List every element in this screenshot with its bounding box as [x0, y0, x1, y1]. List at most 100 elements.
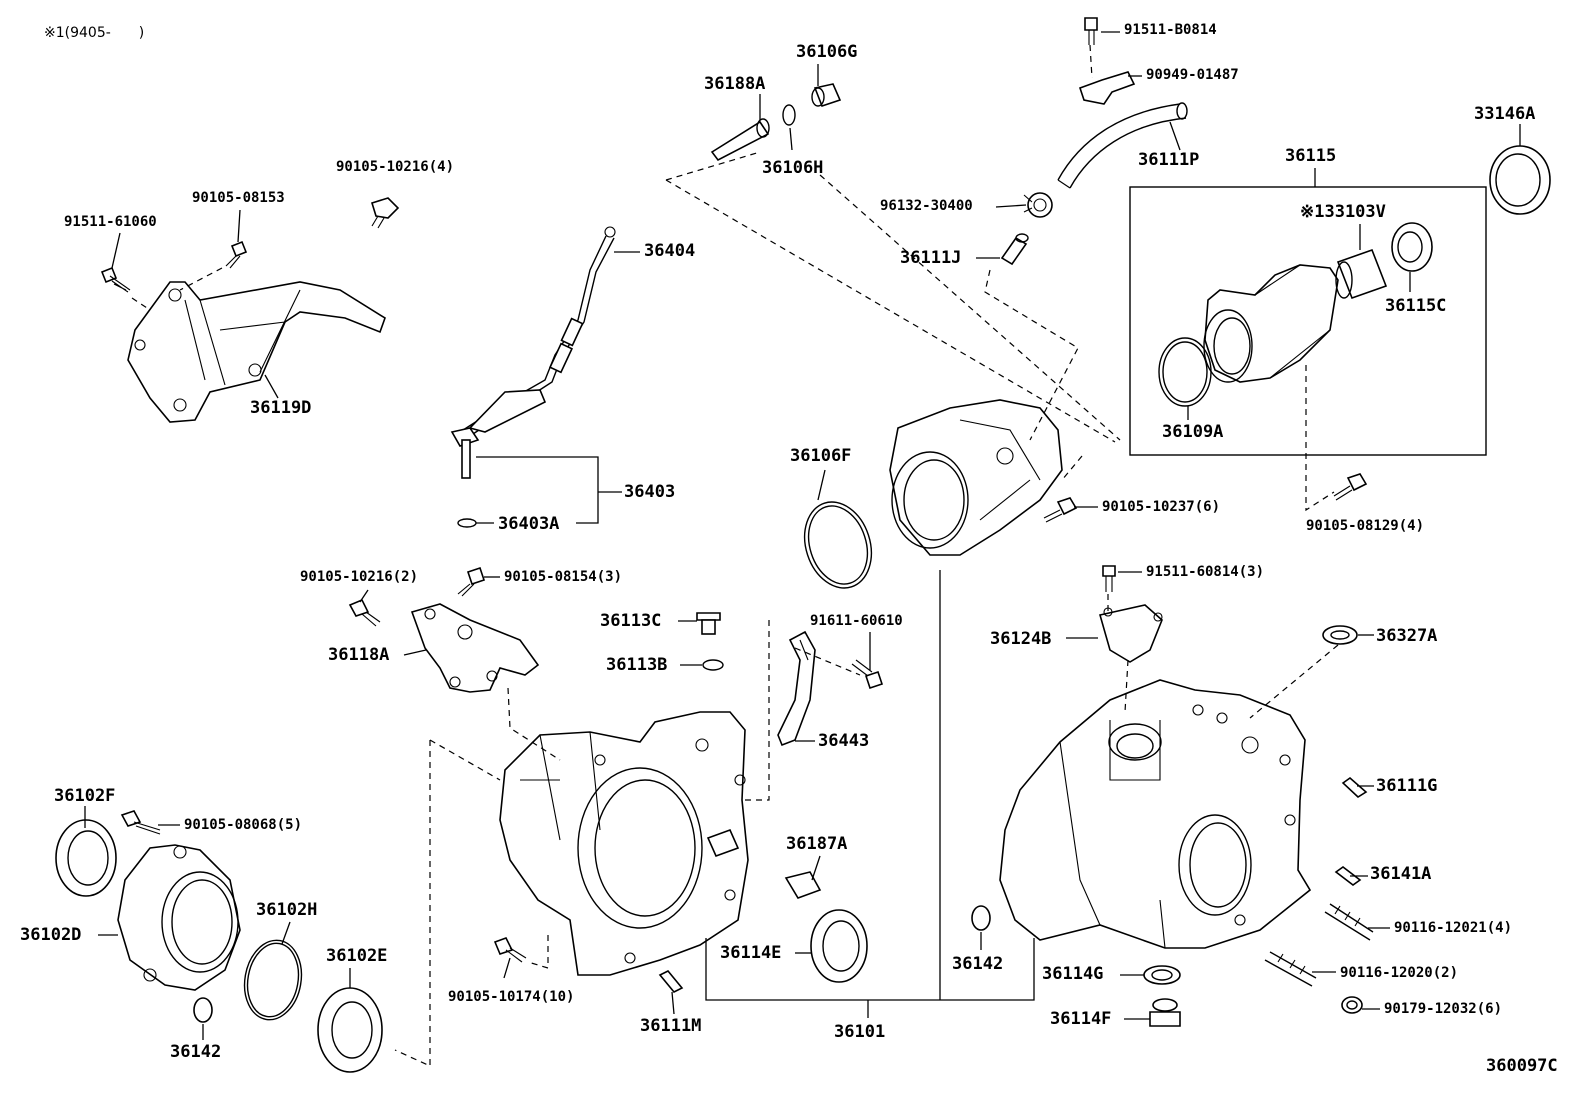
label-90105-10216-4: 90105-10216(4)	[336, 159, 455, 175]
label-90116-12021-4: 90116-12021(4)	[1394, 920, 1513, 936]
clip-36187a	[784, 871, 822, 899]
breather-36188a	[710, 118, 770, 162]
label-90105-08153: 90105-08153	[192, 190, 285, 206]
plug-36106g	[811, 83, 842, 107]
label-33103v: ※133103V	[1300, 202, 1386, 222]
o-ring-36102h	[243, 939, 303, 1021]
label-36106g: 36106G	[796, 42, 858, 62]
stud-90116-12021-4	[1324, 903, 1374, 941]
seal-33146a	[1489, 145, 1551, 215]
plate-36443	[777, 630, 816, 747]
label-91511-60814-3: 91511-60814(3)	[1146, 564, 1265, 580]
dipstick-36404	[450, 226, 616, 479]
label-36111g: 36111G	[1376, 776, 1438, 796]
bolt-90105-10237-6	[1043, 497, 1078, 523]
bearing-36102e	[317, 987, 383, 1073]
gasket-36106h	[782, 104, 796, 126]
plug-36114f	[1149, 998, 1181, 1027]
label-36142-center: 36142	[952, 954, 1004, 974]
bolt-90105-08154-3	[457, 566, 486, 597]
label-90105-10237-6: 90105-10237(6)	[1102, 499, 1221, 515]
label-90105-08129-4: 90105-08129(4)	[1306, 518, 1425, 534]
label-90105-10174-10: 90105-10174(10)	[448, 989, 575, 1005]
transfer-adapter	[889, 399, 1063, 556]
plug-36142-left	[193, 997, 213, 1023]
label-36106f: 36106F	[790, 446, 852, 466]
label-36102e: 36102E	[326, 946, 388, 966]
label-36106h: 36106H	[762, 158, 824, 178]
seal-36114e	[810, 909, 868, 983]
o-ring-36106f	[803, 501, 873, 589]
seal-36115c	[1391, 222, 1433, 272]
pin-36111m	[658, 969, 684, 994]
label-36111m: 36111M	[640, 1016, 702, 1036]
label-90949-01487: 90949-01487	[1146, 67, 1239, 83]
union-36111j	[1000, 233, 1029, 266]
bolt-91511-61060	[100, 266, 131, 293]
bolt-90105-08129-4	[1333, 473, 1368, 501]
label-36141a: 36141A	[1370, 864, 1432, 884]
label-36115: 36115	[1285, 146, 1337, 166]
label-36113b: 36113B	[606, 655, 668, 675]
seal-36327a	[1322, 625, 1358, 645]
label-36119d: 36119D	[250, 398, 312, 418]
label-36109a: 36109A	[1162, 422, 1224, 442]
label-36114f: 36114F	[1050, 1009, 1112, 1029]
bolt-91511-b0814	[1084, 17, 1098, 45]
transmission-case-right	[999, 679, 1312, 949]
diagram-code: 360097C	[1486, 1056, 1558, 1076]
label-33146a: 33146A	[1474, 104, 1536, 124]
label-36113c: 36113C	[600, 611, 662, 631]
transmission-case-left	[499, 711, 749, 976]
label-36404: 36404	[644, 241, 696, 261]
gasket-36113b	[702, 659, 724, 671]
bolt-90105-10216-4	[371, 197, 400, 229]
plug-36142-center	[971, 905, 991, 931]
label-36188a: 36188A	[704, 74, 766, 94]
label-90105-10216-2: 90105-10216(2)	[300, 569, 419, 585]
bushing-33103v	[1335, 248, 1388, 300]
label-36115c: 36115C	[1385, 296, 1447, 316]
label-36124b: 36124B	[990, 629, 1052, 649]
bolt-90105-08068-5	[120, 810, 161, 835]
pin-36141a	[1334, 866, 1362, 886]
pin-36111g	[1341, 776, 1368, 799]
label-36403a: 36403A	[498, 514, 560, 534]
label-90116-12020-2: 90116-12020(2)	[1340, 965, 1459, 981]
label-36403: 36403	[624, 482, 676, 502]
plug-36113c	[696, 612, 721, 635]
box-36115	[1129, 186, 1487, 456]
label-36118a: 36118A	[328, 645, 390, 665]
bolt-91611-60610	[851, 659, 884, 690]
label-96132-30400: 96132-30400	[880, 198, 973, 214]
bracket-36118a	[410, 603, 540, 693]
bracket-36119d	[127, 281, 386, 423]
bolt-90105-10216-2	[348, 598, 381, 627]
ring-36114g	[1143, 965, 1181, 985]
label-36102f: 36102F	[54, 786, 116, 806]
bolt-90105-08153	[225, 240, 248, 269]
clamp-96132-30400	[1023, 192, 1053, 218]
label-90179-12032-6: 90179-12032(6)	[1384, 1001, 1503, 1017]
seal-36102f	[55, 819, 117, 897]
label-36443: 36443	[818, 731, 870, 751]
label-90105-08154-3: 90105-08154(3)	[504, 569, 623, 585]
label-91511-61060: 91511-61060	[64, 214, 157, 230]
extension-housing-36115	[1203, 264, 1339, 383]
label-36187a: 36187A	[786, 834, 848, 854]
hose-36111p	[1057, 102, 1188, 189]
label-90105-08068-5: 90105-08068(5)	[184, 817, 303, 833]
label-36102d: 36102D	[20, 925, 82, 945]
label-36101: 36101	[834, 1022, 886, 1042]
label-36114e: 36114E	[720, 943, 782, 963]
label-36142-left: 36142	[170, 1042, 222, 1062]
label-91611-60610: 91611-60610	[810, 613, 903, 629]
stud-90116-12020-2	[1264, 951, 1317, 987]
label-91511-b0814: 91511-B0814	[1124, 22, 1217, 38]
retainer-36102d	[117, 844, 241, 991]
o-ring-36403a	[457, 518, 477, 528]
bolt-91511-60814-3	[1102, 565, 1116, 592]
label-36111p: 36111P	[1138, 150, 1200, 170]
o-ring-36109a	[1158, 337, 1212, 407]
